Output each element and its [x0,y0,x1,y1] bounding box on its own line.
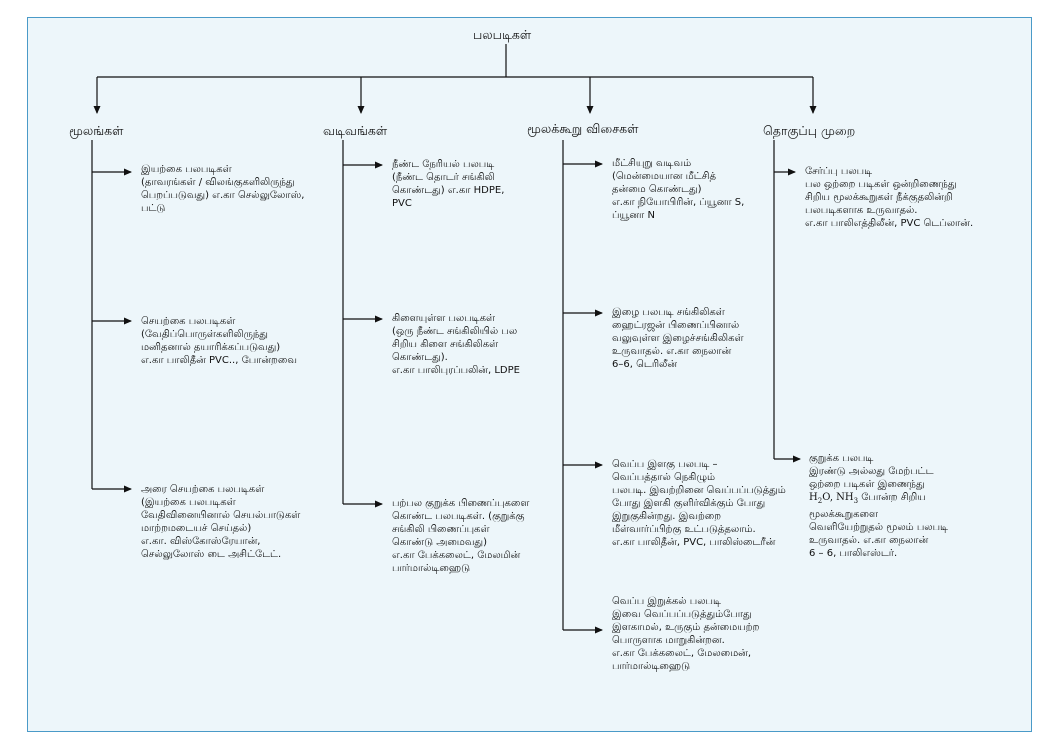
shapes-item-linear: நீண்ட நேரியல் பலபடி(நீண்ட தொடர் சங்கிலிக… [392,159,505,209]
sources-item-synthetic: செயற்கை பலபடிகள்(வேதிப்பொருள்களிலிருந்து… [141,316,297,366]
root-title: பலபடிகள் [473,27,532,42]
forces-item-thermoplastic: வெப்ப இளகு பலபடி –வெப்பத்தால் நெகிழும்பல… [612,459,786,548]
diagram-panel [27,17,1032,732]
synthesis-item-addition: சேர்ப்பு பலபடிபல ஒற்றை படிகள் ஒன்றிணைந்த… [805,166,974,229]
shapes-item-branched: கிளையுள்ள பலபடிகள்(ஒரு நீண்ட சங்கிலியில்… [392,313,520,376]
category-synthesis: தொகுப்பு முறை [763,123,856,138]
category-molecular-forces: மூலக்கூறு விசைகள் [527,121,639,136]
forces-item-thermosetting: வெப்ப இறுக்கல் பலபடிஇவை வெப்பப்படுத்தும்… [612,596,760,672]
forces-item-fibres: இழை பலபடி சங்கிலிகள்ஹைட்ரஜன் பிணைப்பினால… [612,307,744,370]
synthesis-item-condensation: குறுக்க பலபடி இரண்டு அல்லது மேற்பட்ட ஒற்… [809,453,948,559]
category-sources: மூலங்கள் [69,123,124,138]
shapes-item-cross-linked: பற்பல குறுக்க பிணைப்புகளைகொண்ட பலபடிகள்.… [392,498,530,574]
sources-item-semi-synthetic: அரை செயற்கை பலபடிகள்(இயற்கை பலபடிகள்வேதி… [141,484,301,560]
forces-item-elastomer: மீட்சியுறு வடிவம்(மென்மையான மீட்சித்தன்ம… [612,158,745,221]
sources-item-natural: இயற்கை பலபடிகள்(தாவரங்கள் / விலங்குகளிலி… [141,164,305,214]
category-shapes: வடிவங்கள் [323,123,388,138]
